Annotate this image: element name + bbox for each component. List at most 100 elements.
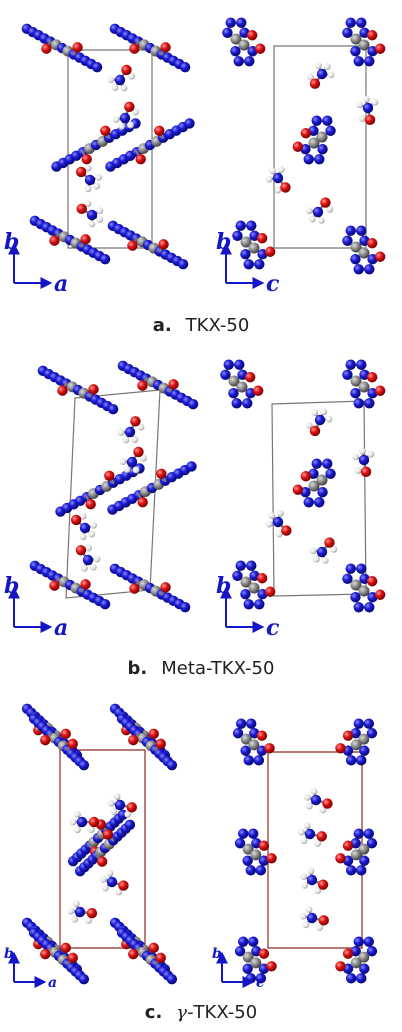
bistetrazole-molecule <box>28 713 90 771</box>
oxygen-atom <box>155 952 166 964</box>
nitrogen-atom <box>240 745 251 756</box>
nitrogen-atom <box>248 828 259 839</box>
hydroxylammonium-ion <box>309 537 338 564</box>
hydrogen-atom <box>96 216 104 224</box>
nitrogen-atom <box>342 235 353 246</box>
oxygen-atom <box>342 948 354 959</box>
nitrogen-atom <box>184 118 195 129</box>
oxygen-atom <box>364 114 376 126</box>
nitrogen-atom <box>244 56 255 67</box>
hydrogen-atom <box>79 533 87 541</box>
oxygen-atom <box>300 471 312 482</box>
carbon-atom <box>228 375 240 387</box>
nitrogen-atom <box>253 755 265 766</box>
hydrogen-atom <box>101 884 109 892</box>
nitrogen-atom <box>353 718 364 729</box>
oxygen-atom <box>133 446 144 458</box>
oxygen-atom <box>366 238 378 249</box>
nitrogen-atom <box>345 225 356 236</box>
nitrogen-atom <box>356 865 367 876</box>
oxygen-atom <box>40 734 51 746</box>
bistetrazole-molecule <box>21 23 103 73</box>
nitrogen-atom <box>235 220 246 231</box>
axis-label-horizontal: a <box>54 271 68 297</box>
nitrogen-atom <box>232 570 243 581</box>
nitrogen-atom <box>248 936 259 947</box>
bistetrazole-molecule <box>292 458 336 508</box>
nitrogen-atom <box>322 115 333 126</box>
hydrogen-atom <box>274 186 282 194</box>
hydrogen-atom <box>314 839 322 847</box>
hydroxylammonium-ion <box>306 62 335 89</box>
bistetrazole-molecule <box>107 220 189 270</box>
axis-indicator: ba <box>4 946 57 991</box>
nitrogen-atom <box>342 27 353 38</box>
oxygen-atom <box>366 30 378 41</box>
hydrogen-atom <box>80 564 88 572</box>
hydrogen-atom <box>323 63 331 71</box>
bistetrazole-molecule <box>116 927 178 985</box>
hydroxylammonium-ion <box>75 544 101 572</box>
hydrogen-atom <box>69 818 77 826</box>
hydrogen-atom <box>277 509 284 517</box>
caption-letter: a. <box>152 315 172 336</box>
oxygen-atom <box>168 379 179 390</box>
nitrogen-atom <box>359 745 370 756</box>
bistetrazole-molecule <box>220 359 264 409</box>
oxygen-atom <box>80 234 91 245</box>
nitrogen-atom <box>350 254 361 265</box>
nitrogen-atom <box>223 359 234 370</box>
carbon-atom <box>350 739 362 751</box>
oxygen-atom <box>60 942 71 954</box>
hydrogen-atom <box>85 544 92 552</box>
oxygen-atom <box>40 948 51 960</box>
hydroxylammonium-ion <box>305 408 333 437</box>
carbon-atom <box>358 381 370 393</box>
nitrogen-atom <box>242 855 253 866</box>
oxygen-atom <box>85 499 96 510</box>
carbon-atom <box>316 474 328 486</box>
oxygen-atom <box>128 948 139 960</box>
oxygen-atom <box>374 43 386 54</box>
axis-indicator: bc <box>216 229 280 297</box>
oxygen-atom <box>86 907 98 919</box>
caption-gamma: γ <box>176 1002 188 1023</box>
nitrogen-atom <box>356 755 367 766</box>
nitrogen-atom <box>364 398 375 409</box>
nitrogen-atom <box>254 599 265 610</box>
oxygen-atom <box>366 576 378 587</box>
oxygen-atom <box>126 802 137 813</box>
axis-label-horizontal: a <box>54 615 68 641</box>
oxygen-atom <box>75 166 87 178</box>
oxygen-atom <box>335 743 346 754</box>
carbon-atom <box>308 137 320 149</box>
carbon-atom <box>248 242 260 254</box>
nitrogen-atom <box>240 589 251 600</box>
axis-label-horizontal: a <box>48 975 57 991</box>
oxygen-atom <box>130 416 141 427</box>
hydroxylammonium-ion <box>265 166 291 194</box>
axis-label-vertical: b <box>4 946 14 962</box>
oxygen-atom <box>124 101 135 113</box>
oxygen-atom <box>266 961 277 972</box>
axis-label-horizontal: c <box>266 615 280 641</box>
nitrogen-atom <box>82 554 94 566</box>
oxygen-atom <box>360 466 372 478</box>
nitrogen-atom <box>317 487 328 498</box>
nitrogen-atom <box>312 206 324 218</box>
nitrogen-atom <box>166 759 178 771</box>
hydrogen-atom <box>300 837 308 845</box>
oxygen-atom <box>256 730 268 741</box>
nitrogen-atom <box>166 973 178 985</box>
nitrogen-atom <box>345 755 357 766</box>
hydroxylammonium-ion <box>305 197 334 224</box>
nitrogen-atom <box>363 718 375 729</box>
oxygen-atom <box>100 125 111 136</box>
hydroxylammonium-ion <box>117 416 145 444</box>
oxygen-atom <box>256 233 268 244</box>
hydrogen-atom <box>356 101 363 109</box>
axis-label-horizontal: c <box>266 271 280 297</box>
bistetrazole-molecule <box>222 17 266 67</box>
hydrogen-atom <box>304 793 311 801</box>
hydroxylammonium-ion <box>100 869 129 896</box>
